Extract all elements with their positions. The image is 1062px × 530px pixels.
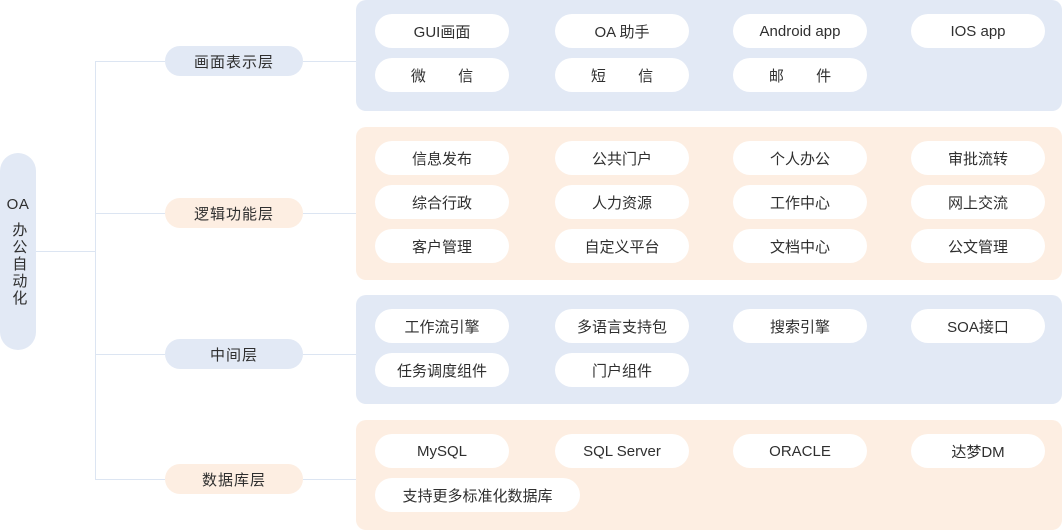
pill-row: GUI画面 OA 助手 Android app IOS app	[356, 14, 1062, 48]
connector-layer-1-to-block	[303, 61, 356, 62]
module-pill[interactable]: GUI画面	[375, 14, 509, 48]
root-node-label-cn: 办公自动化	[10, 221, 28, 307]
module-pill[interactable]: 审批流转	[911, 141, 1045, 175]
layer-label-presentation[interactable]: 画面表示层	[165, 46, 303, 76]
layer-label-text: 画面表示层	[193, 53, 274, 71]
module-pill[interactable]: Android app	[733, 14, 867, 48]
pill-row: 支持更多标准化数据库	[356, 478, 1062, 512]
connector-layer-3-to-block	[303, 354, 356, 355]
module-pill[interactable]: 门户组件	[555, 353, 689, 387]
root-node[interactable]: OA 办公自动化	[0, 153, 36, 350]
module-pill[interactable]: 人力资源	[555, 185, 689, 219]
module-pill[interactable]: 文档中心	[733, 229, 867, 263]
module-pill[interactable]: 达梦DM	[911, 434, 1045, 468]
layer-label-middleware[interactable]: 中间层	[165, 339, 303, 369]
connector-spine-to-layer-3	[95, 354, 165, 355]
module-pill[interactable]: 搜索引擎	[733, 309, 867, 343]
module-pill[interactable]: MySQL	[375, 434, 509, 468]
module-pill[interactable]: ORACLE	[733, 434, 867, 468]
module-pill[interactable]: 邮 件	[733, 58, 867, 92]
module-pill[interactable]: 综合行政	[375, 185, 509, 219]
module-pill[interactable]: 公文管理	[911, 229, 1045, 263]
module-pill[interactable]: IOS app	[911, 14, 1045, 48]
layer-label-text: 逻辑功能层	[193, 205, 274, 223]
module-pill[interactable]: 公共门户	[555, 141, 689, 175]
module-pill[interactable]: 微 信	[375, 58, 509, 92]
module-pill[interactable]: 客户管理	[375, 229, 509, 263]
module-pill[interactable]: 任务调度组件	[375, 353, 509, 387]
module-pill[interactable]: 信息发布	[375, 141, 509, 175]
module-pill[interactable]: 短 信	[555, 58, 689, 92]
module-pill[interactable]: SQL Server	[555, 434, 689, 468]
module-pill[interactable]: 多语言支持包	[555, 309, 689, 343]
module-pill[interactable]: 工作中心	[733, 185, 867, 219]
module-pill[interactable]: SOA接口	[911, 309, 1045, 343]
layer-label-text: 数据库层	[201, 471, 266, 489]
pill-row: 信息发布 公共门户 个人办公 审批流转	[356, 141, 1062, 175]
connector-layer-4-to-block	[303, 479, 356, 480]
pill-row: 客户管理 自定义平台 文档中心 公文管理	[356, 229, 1062, 263]
connector-spine-to-layer-2	[95, 213, 165, 214]
layer-label-database[interactable]: 数据库层	[165, 464, 303, 494]
connector-spine	[95, 61, 96, 480]
module-pill[interactable]: 自定义平台	[555, 229, 689, 263]
pill-row: 任务调度组件 门户组件	[356, 353, 1062, 387]
root-node-label-en: OA	[6, 195, 30, 213]
module-pill[interactable]: 工作流引擎	[375, 309, 509, 343]
module-pill[interactable]: OA 助手	[555, 14, 689, 48]
module-pill[interactable]: 个人办公	[733, 141, 867, 175]
layer-label-logic[interactable]: 逻辑功能层	[165, 198, 303, 228]
layer-block-presentation: GUI画面 OA 助手 Android app IOS app 微 信 短 信 …	[356, 0, 1062, 111]
module-pill[interactable]: 支持更多标准化数据库	[375, 478, 580, 512]
connector-spine-to-layer-1	[95, 61, 165, 62]
pill-row: 微 信 短 信 邮 件	[356, 58, 1062, 92]
pill-row: 综合行政 人力资源 工作中心 网上交流	[356, 185, 1062, 219]
connector-layer-2-to-block	[303, 213, 356, 214]
connector-root-stub	[36, 251, 95, 252]
layer-label-text: 中间层	[209, 346, 258, 364]
connector-spine-to-layer-4	[95, 479, 165, 480]
layer-block-middleware: 工作流引擎 多语言支持包 搜索引擎 SOA接口 任务调度组件 门户组件	[356, 295, 1062, 404]
layer-block-database: MySQL SQL Server ORACLE 达梦DM 支持更多标准化数据库	[356, 420, 1062, 530]
pill-row: 工作流引擎 多语言支持包 搜索引擎 SOA接口	[356, 309, 1062, 343]
pill-row: MySQL SQL Server ORACLE 达梦DM	[356, 434, 1062, 468]
module-pill[interactable]: 网上交流	[911, 185, 1045, 219]
layer-block-logic: 信息发布 公共门户 个人办公 审批流转 综合行政 人力资源 工作中心 网上交流 …	[356, 127, 1062, 280]
